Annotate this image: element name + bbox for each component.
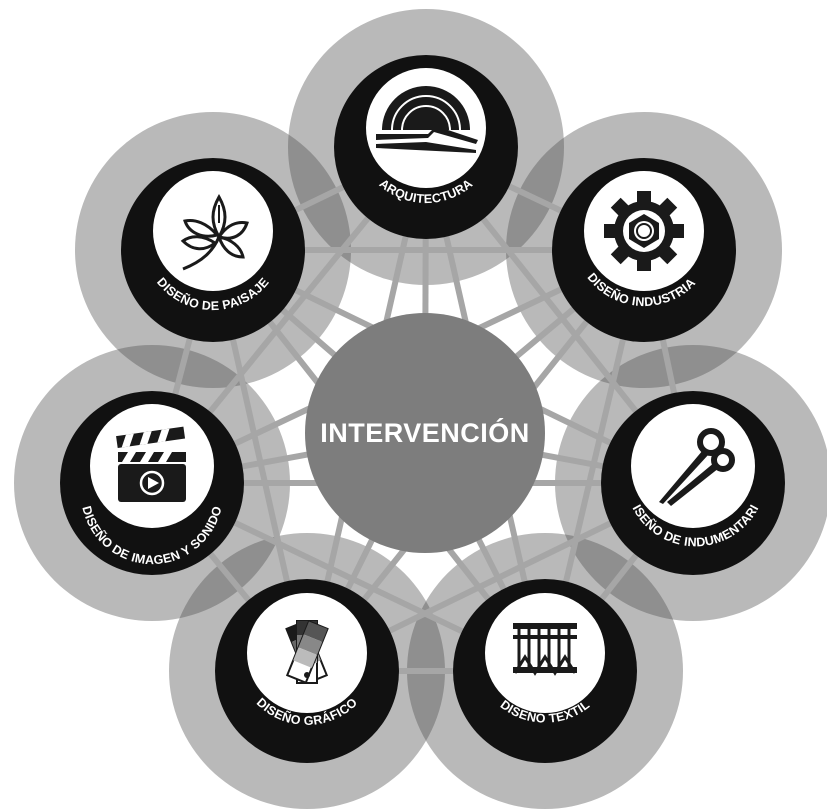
loom-icon <box>513 623 577 676</box>
discipline-paisaje[interactable]: DISEÑO DE PAISAJE <box>121 158 305 342</box>
architecture-icon <box>376 86 478 153</box>
gear-icon <box>604 191 684 271</box>
center-circle <box>305 313 545 553</box>
icon-background <box>485 593 605 713</box>
discipline-grafico[interactable]: DISEÑO GRÁFICO <box>215 579 399 763</box>
leaf-branch-icon <box>180 193 249 271</box>
center-label: INTERVENCIÓN <box>320 417 530 448</box>
scissors-icon <box>659 428 735 506</box>
discipline-imagen-sonido[interactable]: DISEÑO DE IMAGEN Y SONIDO <box>60 391 244 575</box>
center-node: INTERVENCIÓN <box>305 313 545 553</box>
discipline-textil[interactable]: DISEÑO TEXTIL <box>453 579 637 763</box>
discipline-arquitectura[interactable]: ARQUITECTURA <box>334 55 518 239</box>
clapperboard-icon <box>116 426 186 502</box>
color-swatches-icon <box>285 620 329 685</box>
